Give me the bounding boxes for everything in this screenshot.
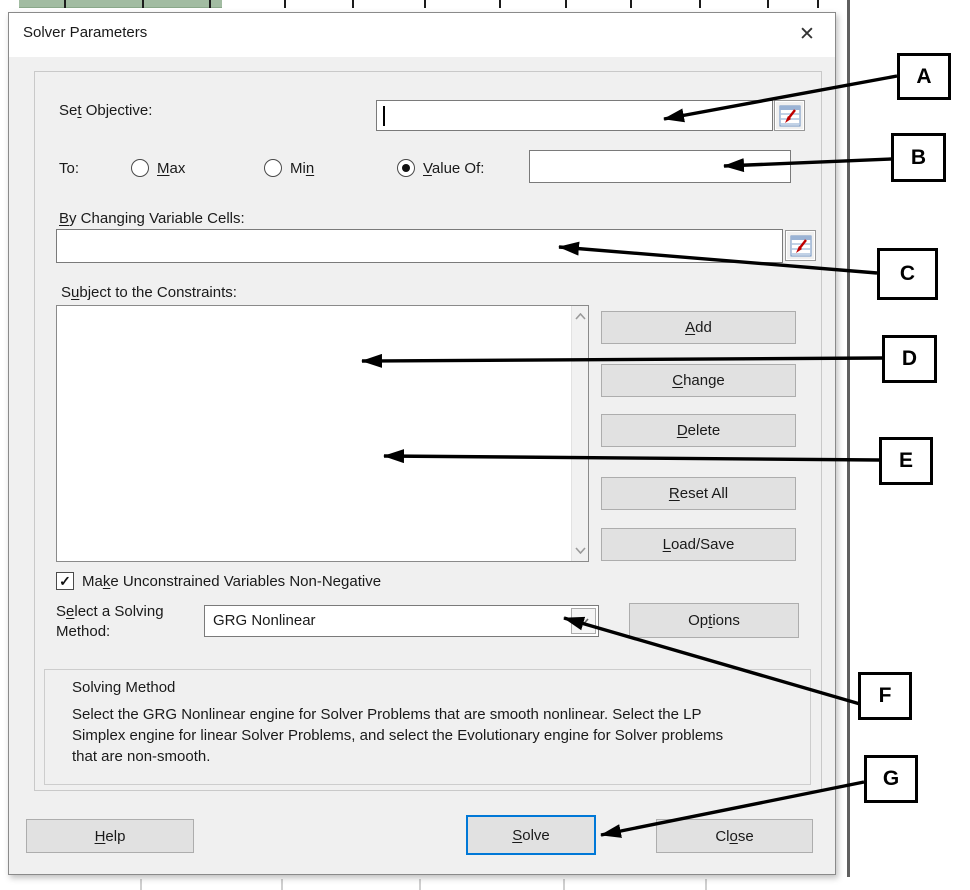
set-objective-input[interactable] — [376, 100, 773, 131]
solving-method-label-line2: Method: — [56, 623, 111, 640]
range-selector-icon[interactable] — [785, 230, 816, 261]
load-save-button[interactable]: Load/Save — [601, 528, 796, 561]
annotation-box-d: D — [882, 335, 937, 383]
options-button[interactable]: Options — [629, 603, 799, 638]
to-label: To: — [59, 160, 80, 177]
dialog-title: Solver Parameters — [23, 24, 148, 41]
solver-parameters-dialog: Solver Parameters ✕ Set Objective: To: M… — [8, 12, 836, 875]
scrollbar[interactable] — [571, 306, 588, 561]
solving-method-description: Select the GRG Nonlinear engine for Solv… — [72, 706, 724, 765]
check-icon: ✓ — [59, 573, 71, 589]
chevron-down-icon[interactable] — [571, 608, 596, 634]
close-button[interactable]: Close — [656, 819, 813, 853]
close-icon[interactable]: ✕ — [799, 23, 815, 45]
value-of-input[interactable] — [529, 150, 791, 183]
non-negative-checkbox[interactable]: ✓ — [56, 572, 74, 590]
scroll-down-icon[interactable] — [572, 542, 589, 559]
radio-min-circle[interactable] — [264, 159, 282, 177]
help-button[interactable]: Help — [26, 819, 194, 853]
solving-method-group-title: Solving Method — [72, 679, 176, 696]
variable-cells-label: By Changing Variable Cells: — [59, 210, 245, 227]
radio-value-of-circle[interactable] — [397, 159, 415, 177]
text-caret — [383, 106, 385, 126]
radio-max-circle[interactable] — [131, 159, 149, 177]
change-button[interactable]: Change — [601, 364, 796, 397]
solving-method-group-box: Solving Method Select the GRG Nonlinear … — [44, 669, 811, 785]
add-button[interactable]: Add — [601, 311, 796, 344]
solving-method-dropdown[interactable]: GRG Nonlinear — [204, 605, 599, 637]
annotation-box-c: C — [877, 248, 938, 300]
annotation-box-f: F — [858, 672, 912, 720]
annotation-box-e: E — [879, 437, 933, 485]
variable-cells-input[interactable] — [56, 229, 783, 263]
delete-button[interactable]: Delete — [601, 414, 796, 447]
range-selector-icon[interactable] — [774, 100, 805, 131]
title-bar[interactable]: Solver Parameters ✕ — [9, 13, 835, 57]
constraints-label: Subject to the Constraints: — [61, 284, 237, 301]
annotation-box-b: B — [891, 133, 946, 182]
reset-all-button[interactable]: Reset All — [601, 477, 796, 510]
set-objective-label: Set Objective: — [59, 102, 153, 119]
constraints-list[interactable] — [56, 305, 589, 562]
annotation-box-g: G — [864, 755, 918, 803]
solve-button[interactable]: Solve — [466, 815, 596, 855]
main-group-box — [34, 71, 822, 791]
solving-method-label-line1: Select a Solving — [56, 603, 164, 620]
spreadsheet-header-remnant — [19, 0, 222, 8]
annotation-box-a: A — [897, 53, 951, 100]
non-negative-label: Make Unconstrained Variables Non-Negativ… — [82, 573, 382, 590]
solving-method-value: GRG Nonlinear — [213, 612, 316, 629]
scroll-up-icon[interactable] — [572, 308, 589, 325]
